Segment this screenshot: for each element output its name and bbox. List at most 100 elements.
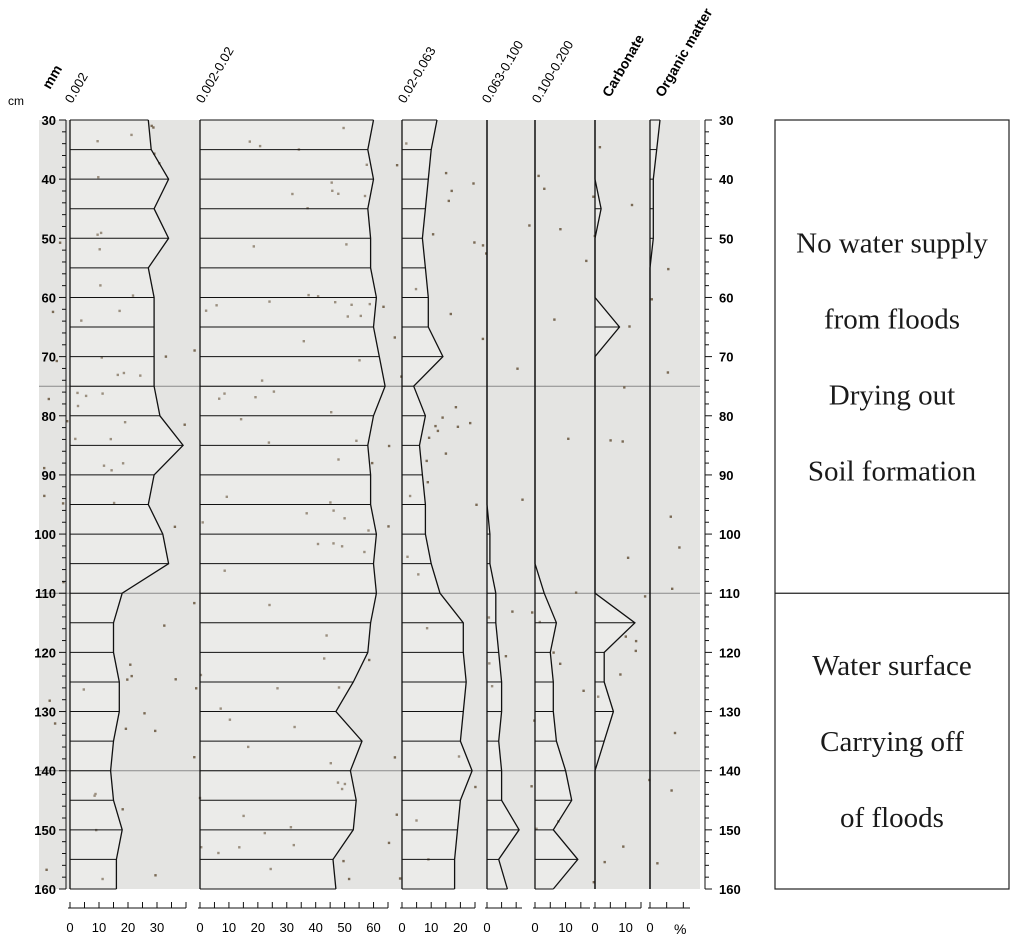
texture-dot bbox=[238, 846, 241, 849]
texture-dot bbox=[393, 336, 396, 339]
texture-dot bbox=[152, 126, 155, 129]
texture-dot bbox=[634, 649, 637, 653]
texture-dot bbox=[101, 392, 104, 395]
texture-dot bbox=[164, 355, 168, 358]
texture-dot bbox=[122, 371, 126, 375]
texture-dot bbox=[425, 627, 429, 630]
texture-dot bbox=[597, 695, 600, 698]
texture-dot bbox=[417, 573, 420, 576]
annotation-line: Soil formation bbox=[808, 456, 977, 488]
texture-dot bbox=[405, 142, 408, 145]
depth-tick-label: 150 bbox=[719, 823, 741, 838]
texture-dot bbox=[94, 792, 97, 796]
texture-dot bbox=[337, 458, 340, 461]
texture-dot bbox=[183, 423, 186, 426]
texture-dot bbox=[305, 512, 308, 515]
series-1 bbox=[199, 119, 386, 890]
texture-dot bbox=[316, 542, 320, 546]
texture-dot bbox=[528, 224, 531, 227]
texture-dot bbox=[395, 813, 398, 816]
texture-dot bbox=[531, 611, 534, 614]
texture-dot bbox=[469, 421, 472, 425]
texture-dot bbox=[272, 390, 276, 393]
depth-tick-label: 90 bbox=[42, 468, 56, 483]
texture-dot bbox=[481, 244, 485, 247]
texture-dot bbox=[302, 340, 305, 343]
x-unit-label: % bbox=[674, 921, 686, 937]
texture-dot bbox=[431, 233, 435, 236]
series-5 bbox=[594, 120, 636, 889]
texture-dot bbox=[150, 124, 153, 128]
texture-dot bbox=[101, 877, 104, 881]
x-tick-label: 0 bbox=[646, 920, 653, 935]
texture-dot bbox=[342, 859, 345, 863]
texture-dot bbox=[634, 639, 638, 643]
texture-dot bbox=[51, 310, 55, 314]
texture-dot bbox=[263, 831, 266, 835]
x-tick-label: 10 bbox=[92, 920, 106, 935]
texture-dot bbox=[666, 371, 670, 374]
depth-tick-label: 110 bbox=[35, 586, 56, 601]
texture-dot bbox=[223, 569, 226, 572]
x-tick-label: 30 bbox=[150, 920, 164, 935]
texture-dot bbox=[355, 439, 358, 442]
texture-dot bbox=[254, 396, 257, 399]
texture-dot bbox=[99, 284, 102, 287]
texture-dot bbox=[624, 635, 627, 638]
texture-dot bbox=[131, 294, 135, 297]
texture-dot bbox=[260, 379, 264, 382]
texture-dot bbox=[195, 687, 198, 690]
texture-dot bbox=[217, 851, 220, 855]
texture-dot bbox=[473, 241, 476, 244]
texture-dot bbox=[45, 868, 48, 871]
texture-dot bbox=[346, 315, 349, 318]
texture-dot bbox=[293, 725, 296, 729]
texture-dot bbox=[93, 794, 96, 797]
annotation-line: from floods bbox=[824, 304, 960, 336]
series-area bbox=[595, 120, 635, 889]
depth-tick-label: 50 bbox=[42, 231, 56, 246]
depth-tick-label: 100 bbox=[719, 527, 741, 542]
texture-dot bbox=[538, 620, 541, 624]
texture-dot bbox=[347, 877, 351, 881]
texture-dot bbox=[622, 845, 625, 848]
texture-dot bbox=[472, 182, 475, 185]
depth-tick-label: 130 bbox=[34, 705, 56, 720]
depth-tick-label: 30 bbox=[42, 113, 56, 128]
series-header: Carbonate bbox=[599, 31, 648, 99]
texture-dot bbox=[630, 203, 634, 207]
texture-dot bbox=[530, 785, 533, 788]
texture-dot bbox=[43, 494, 46, 498]
texture-dot bbox=[292, 843, 295, 847]
series-area bbox=[650, 120, 660, 889]
series-header: 0.100-0.200 bbox=[529, 38, 577, 106]
texture-dot bbox=[98, 248, 101, 251]
x-tick-label: 0 bbox=[591, 920, 598, 935]
texture-dot bbox=[398, 877, 402, 880]
x-tick-label: 20 bbox=[121, 920, 135, 935]
texture-dot bbox=[454, 406, 458, 409]
depth-tick-label: 150 bbox=[34, 823, 56, 838]
texture-dot bbox=[367, 529, 370, 532]
series-header: 0.063-0.100 bbox=[479, 38, 527, 106]
texture-dot bbox=[656, 862, 659, 865]
texture-dot bbox=[598, 146, 602, 149]
texture-dot bbox=[268, 300, 271, 303]
texture-dot bbox=[193, 756, 196, 759]
texture-dot bbox=[434, 424, 437, 428]
depth-tick-label: 120 bbox=[719, 645, 741, 660]
texture-dot bbox=[567, 437, 570, 440]
series-header: 0.002-0.02 bbox=[193, 44, 237, 105]
depth-tick-label: 90 bbox=[719, 468, 733, 483]
texture-dot bbox=[535, 827, 538, 830]
texture-dot bbox=[204, 309, 208, 312]
texture-dot bbox=[334, 301, 337, 304]
texture-dot bbox=[441, 416, 444, 419]
texture-dot bbox=[678, 546, 681, 549]
texture-dot bbox=[457, 755, 461, 758]
texture-dot bbox=[123, 421, 127, 424]
series-0 bbox=[69, 119, 184, 890]
